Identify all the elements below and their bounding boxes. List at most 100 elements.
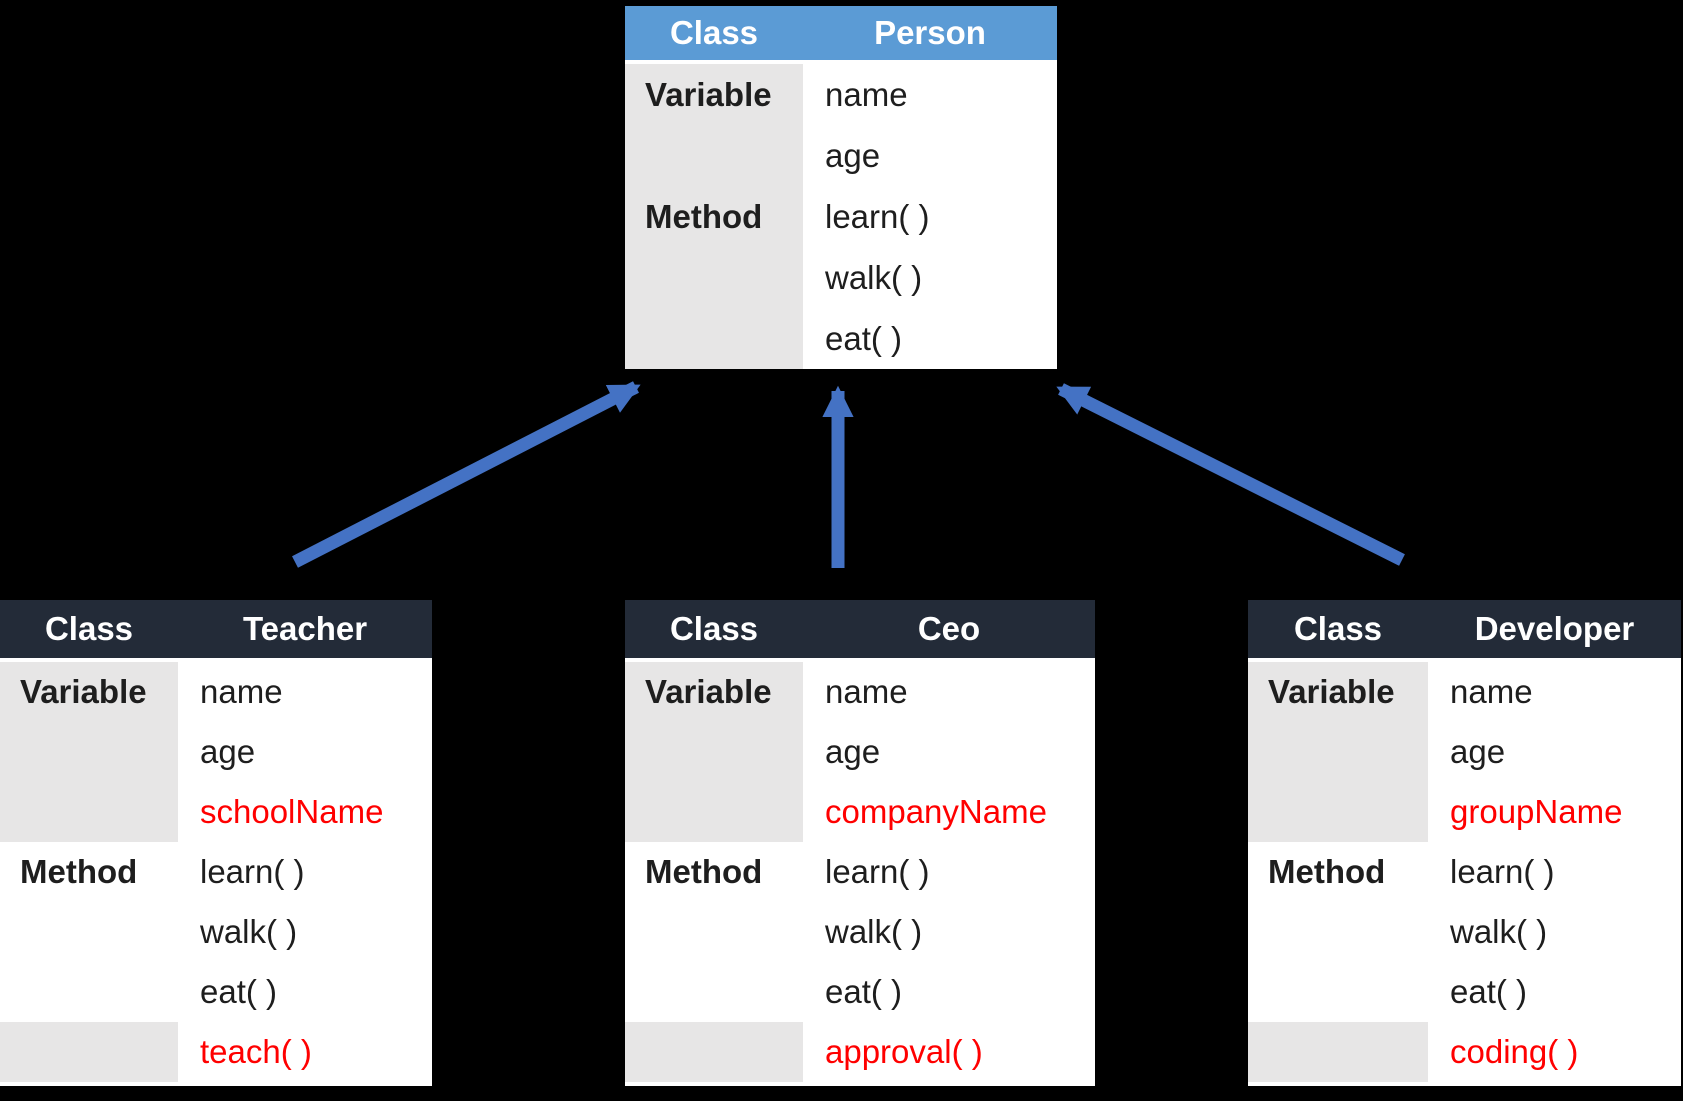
member-row: name xyxy=(178,662,432,722)
member-row: learn( ) xyxy=(803,842,1095,902)
new-method-section-cell xyxy=(1248,1022,1428,1082)
member-value: eat( ) xyxy=(200,973,278,1010)
developer-to-person-arrow xyxy=(1056,383,1405,566)
member-row: name xyxy=(1428,662,1681,722)
member-row: teach( ) xyxy=(178,1022,432,1082)
class-name-developer: Developer xyxy=(1474,610,1635,647)
label-column: Variable Method xyxy=(625,64,803,369)
method-label: Method xyxy=(20,853,138,890)
member-row: walk( ) xyxy=(1428,902,1681,962)
member-row: companyName xyxy=(803,782,1095,842)
new-method-section-cell xyxy=(625,1022,803,1082)
member-value: walk( ) xyxy=(825,258,923,296)
member-value: walk( ) xyxy=(1450,913,1548,950)
member-row: eat( ) xyxy=(803,308,1057,369)
member-value: teach( ) xyxy=(200,1033,312,1070)
member-row: approval( ) xyxy=(803,1022,1095,1082)
member-value: groupName xyxy=(1450,793,1623,830)
member-value: eat( ) xyxy=(1450,973,1528,1010)
person-class-table: Class Person Variable Method name age le… xyxy=(625,6,1057,369)
member-value: learn( ) xyxy=(825,853,930,890)
member-value: age xyxy=(825,136,881,174)
member-value: walk( ) xyxy=(200,913,298,950)
member-row: eat( ) xyxy=(1428,962,1681,1022)
member-value: companyName xyxy=(825,793,1047,830)
new-method-section-cell xyxy=(0,1022,178,1082)
member-value: age xyxy=(1450,733,1506,770)
member-value: name xyxy=(1450,673,1533,710)
variable-section-cell: Variable xyxy=(625,64,803,186)
member-value: name xyxy=(825,75,908,113)
member-row: learn( ) xyxy=(1428,842,1681,902)
member-row: age xyxy=(803,125,1057,186)
variable-label: Variable xyxy=(645,673,772,710)
member-row: age xyxy=(803,722,1095,782)
variable-section-cell: Variable xyxy=(625,662,803,842)
variable-label: Variable xyxy=(1268,673,1395,710)
teacher-to-person-arrow xyxy=(292,381,641,568)
teacher-class-table: Class Teacher Variable Method name age s… xyxy=(0,600,432,1086)
value-column: name age groupName learn( ) walk( ) eat(… xyxy=(1428,662,1681,1082)
member-row: learn( ) xyxy=(803,186,1057,247)
method-section-cell: Method xyxy=(625,186,803,369)
class-keyword: Class xyxy=(669,610,759,647)
variable-section-cell: Variable xyxy=(0,662,178,842)
class-keyword: Class xyxy=(44,610,134,647)
method-section-cell: Method xyxy=(625,842,803,1022)
member-row: walk( ) xyxy=(803,247,1057,308)
member-value: name xyxy=(825,673,908,710)
member-value: approval( ) xyxy=(825,1033,983,1070)
label-column: Variable Method xyxy=(625,662,803,1082)
method-label: Method xyxy=(645,198,763,235)
member-row: age xyxy=(178,722,432,782)
member-row: eat( ) xyxy=(803,962,1095,1022)
variable-section-cell: Variable xyxy=(1248,662,1428,842)
member-row: schoolName xyxy=(178,782,432,842)
class-name-person: Person xyxy=(874,14,986,51)
member-row: eat( ) xyxy=(178,962,432,1022)
member-value: eat( ) xyxy=(825,973,903,1010)
member-value: coding( ) xyxy=(1450,1033,1579,1070)
method-label: Method xyxy=(1268,853,1386,890)
member-value: age xyxy=(825,733,881,770)
member-value: eat( ) xyxy=(825,319,903,357)
value-column: name age learn( ) walk( ) eat( ) xyxy=(803,64,1057,369)
member-value: learn( ) xyxy=(825,197,930,235)
developer-class-table: Class Developer Variable Method name age… xyxy=(1248,600,1681,1086)
class-keyword: Class xyxy=(669,14,759,51)
person-table-header: Class Person xyxy=(625,6,1057,64)
label-column: Variable Method xyxy=(1248,662,1428,1082)
member-value: age xyxy=(200,733,256,770)
member-value: learn( ) xyxy=(1450,853,1555,890)
member-row: learn( ) xyxy=(178,842,432,902)
person-table-body: Variable Method name age learn( ) walk( … xyxy=(625,64,1057,369)
member-value: learn( ) xyxy=(200,853,305,890)
member-value: schoolName xyxy=(200,793,384,830)
class-name-ceo: Ceo xyxy=(917,610,981,647)
method-section-cell: Method xyxy=(1248,842,1428,1022)
ceo-table-header: Class Ceo xyxy=(625,600,1095,662)
label-column: Variable Method xyxy=(0,662,178,1082)
developer-table-header: Class Developer xyxy=(1248,600,1681,662)
method-label: Method xyxy=(645,853,763,890)
member-row: name xyxy=(803,64,1057,125)
member-row: walk( ) xyxy=(178,902,432,962)
member-row: name xyxy=(803,662,1095,722)
variable-label: Variable xyxy=(645,76,772,113)
ceo-class-table: Class Ceo Variable Method name age compa… xyxy=(625,600,1095,1086)
member-row: age xyxy=(1428,722,1681,782)
member-row: walk( ) xyxy=(803,902,1095,962)
teacher-table-header: Class Teacher xyxy=(0,600,432,662)
value-column: name age schoolName learn( ) walk( ) eat… xyxy=(178,662,432,1082)
class-name-teacher: Teacher xyxy=(242,610,368,647)
class-keyword: Class xyxy=(1293,610,1383,647)
variable-label: Variable xyxy=(20,673,147,710)
method-section-cell: Method xyxy=(0,842,178,1022)
teacher-table-body: Variable Method name age schoolName lear… xyxy=(0,662,432,1082)
ceo-table-body: Variable Method name age companyName lea… xyxy=(625,662,1095,1082)
member-value: name xyxy=(200,673,283,710)
developer-table-body: Variable Method name age groupName learn… xyxy=(1248,662,1681,1082)
member-value: walk( ) xyxy=(825,913,923,950)
value-column: name age companyName learn( ) walk( ) ea… xyxy=(803,662,1095,1082)
